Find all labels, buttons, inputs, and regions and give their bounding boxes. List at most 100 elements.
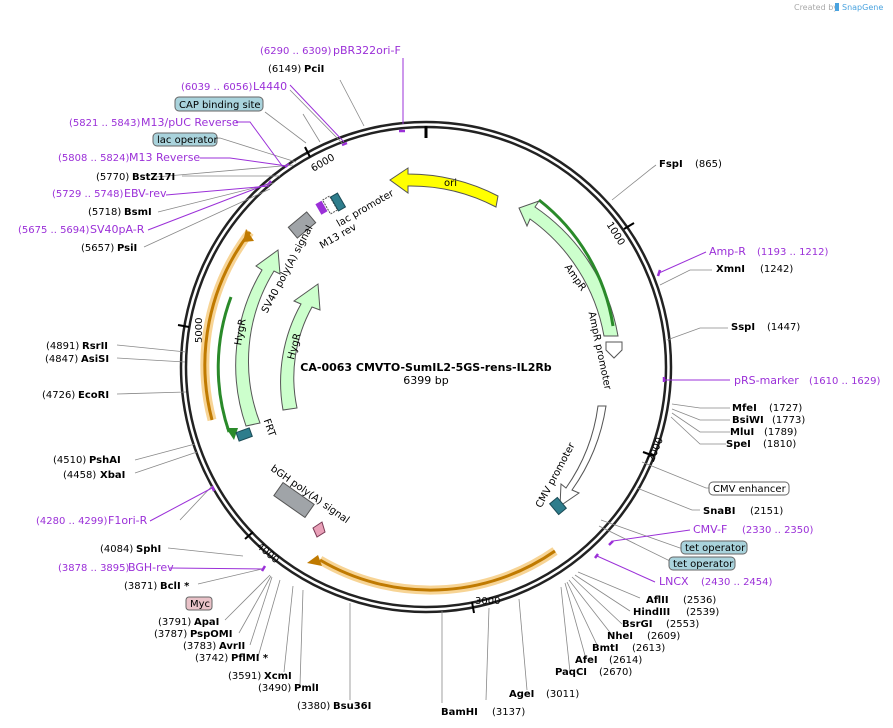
svg-text:XcmI: XcmI [264, 671, 292, 682]
feature-myc: Myc [185, 596, 213, 611]
svg-text:(1727): (1727) [769, 403, 802, 414]
svg-text:(1789): (1789) [764, 427, 797, 438]
site-hindiii: HindIII (2539) [633, 607, 719, 618]
svg-text:FspI: FspI [659, 159, 683, 170]
svg-text:(5770): (5770) [96, 172, 129, 183]
svg-text:PspOMI: PspOMI [190, 629, 232, 640]
svg-text:AfeI: AfeI [575, 655, 598, 666]
svg-text:Bsu36I: Bsu36I [333, 701, 371, 712]
site-sspi: SspI (1447) [731, 322, 800, 333]
myc-feature-block [312, 521, 326, 538]
svg-text:(3742): (3742) [195, 653, 228, 664]
site-snabi: SnaBI (2151) [703, 506, 783, 517]
hygr-green-line [216, 296, 233, 433]
site-spei: SpeI (1810) [726, 439, 796, 450]
svg-text:(5675 .. 5694): (5675 .. 5694) [18, 225, 90, 236]
svg-text:(3011): (3011) [546, 689, 579, 700]
svg-text:(3380): (3380) [297, 701, 330, 712]
svg-text:(6149): (6149) [268, 64, 301, 75]
svg-text:(2609): (2609) [647, 631, 680, 642]
feature-tet-operator-1: tet operator [680, 540, 748, 555]
tick-2000: 2000 [646, 436, 666, 464]
site-pcii: (6149) PciI [268, 64, 324, 75]
svg-text:Myc: Myc [190, 599, 210, 610]
svg-text:(3137): (3137) [492, 707, 525, 718]
svg-text:SphI: SphI [136, 544, 161, 555]
svg-text:MfeI: MfeI [732, 403, 757, 414]
hygr-label-1: HygR [233, 318, 248, 346]
primer-sv40pa-r: (5675 .. 5694) SV40pA-R [18, 223, 145, 236]
site-asisi: (4847) AsiSI [45, 354, 109, 365]
ampr-promoter-arrow [605, 341, 623, 359]
svg-text:NheI: NheI [607, 631, 633, 642]
svg-text:(4280 .. 4299): (4280 .. 4299) [36, 516, 108, 527]
site-aflii: AflII (2536) [646, 595, 716, 606]
site-xmni: XmnI (1242) [716, 264, 793, 275]
svg-text:BsrGI: BsrGI [622, 619, 652, 630]
svg-text:PsiI: PsiI [117, 243, 137, 254]
svg-text:(5808 .. 5824): (5808 .. 5824) [58, 153, 130, 164]
site-psii: (5657) PsiI [81, 243, 137, 254]
primer-m13-puc-reverse: (5821 .. 5843) M13/pUC Reverse [69, 116, 239, 129]
svg-text:(6039 .. 6056): (6039 .. 6056) [181, 82, 253, 93]
svg-text:PshAI: PshAI [89, 455, 121, 466]
svg-text:(4847): (4847) [45, 354, 78, 365]
svg-text:(2430 .. 2454): (2430 .. 2454) [701, 577, 773, 588]
site-pspomi: (3787) PspOMI [154, 629, 232, 640]
svg-text:(5657): (5657) [81, 243, 114, 254]
svg-text:BmtI: BmtI [592, 643, 619, 654]
hygr-arrow-outer [235, 249, 281, 427]
primer-cmv-f: CMV-F (2330 .. 2350) [693, 523, 814, 536]
svg-text:tet operator: tet operator [673, 559, 734, 570]
svg-text:BGH-rev: BGH-rev [128, 561, 174, 574]
svg-text:(4458): (4458) [63, 470, 96, 481]
svg-text:CMV-F: CMV-F [693, 523, 727, 536]
site-bsu36i: (3380) Bsu36I [297, 701, 371, 712]
site-apai: (3791) ApaI [158, 617, 219, 628]
primer-amp-r: Amp-R (1193 .. 1212) [709, 245, 829, 258]
tick-marks [177, 146, 655, 614]
svg-text:PciI: PciI [304, 64, 324, 75]
svg-text:(2553): (2553) [666, 619, 699, 630]
site-bmti: BmtI (2613) [592, 643, 665, 654]
svg-text:Amp-R: Amp-R [709, 245, 746, 258]
orf-arrowhead [307, 555, 322, 566]
site-bamhi: BamHI (3137) [441, 707, 525, 718]
frt-block [235, 427, 253, 442]
feature-tet-operator-2: tet operator [668, 556, 736, 571]
site-bcli: (3871) BclI * [124, 581, 190, 592]
site-rsrii: (4891) RsrII [46, 341, 108, 352]
site-pmli: (3490) PmlI [258, 683, 319, 694]
svg-text:lac operator: lac operator [157, 135, 218, 146]
svg-text:XbaI: XbaI [100, 470, 125, 481]
svg-text:AflII: AflII [646, 595, 669, 606]
site-bsiwi: BsiWI (1773) [732, 415, 805, 426]
frt-label: FRT [261, 417, 278, 439]
svg-text:(1242): (1242) [760, 264, 793, 275]
primer-leader-lines [147, 58, 730, 583]
svg-text:(1773): (1773) [772, 415, 805, 426]
plasmid-length: 6399 bp [403, 374, 448, 387]
site-bsrgi: BsrGI (2553) [622, 619, 699, 630]
hygr-orf-head [243, 229, 254, 242]
lac-promoter-block [329, 192, 347, 212]
brand-created-by: Created by [794, 3, 838, 12]
site-xcmi: (3591) XcmI [228, 671, 292, 682]
primer-prs-marker: pRS-marker (1610 .. 1629) [734, 374, 881, 387]
svg-text:(5821 .. 5843): (5821 .. 5843) [69, 118, 141, 129]
svg-text:pBR322ori-F: pBR322ori-F [333, 44, 401, 57]
svg-text:HindIII: HindIII [633, 607, 670, 618]
tick-1000: 1000 [604, 220, 627, 247]
svg-text:PmlI: PmlI [294, 683, 319, 694]
svg-text:(4510): (4510) [53, 455, 86, 466]
sv40-polya-block [287, 211, 317, 239]
svg-text:(1447): (1447) [767, 322, 800, 333]
svg-text:AsiSI: AsiSI [81, 354, 109, 365]
site-pflmi: (3742) PflMI * [195, 653, 269, 664]
svg-text:AgeI: AgeI [509, 689, 534, 700]
svg-text:EcoRI: EcoRI [78, 390, 109, 401]
bgh-polya-block [273, 481, 315, 519]
svg-text:(2536): (2536) [683, 595, 716, 606]
site-agei: AgeI (3011) [509, 689, 579, 700]
svg-text:BamHI: BamHI [441, 707, 478, 718]
